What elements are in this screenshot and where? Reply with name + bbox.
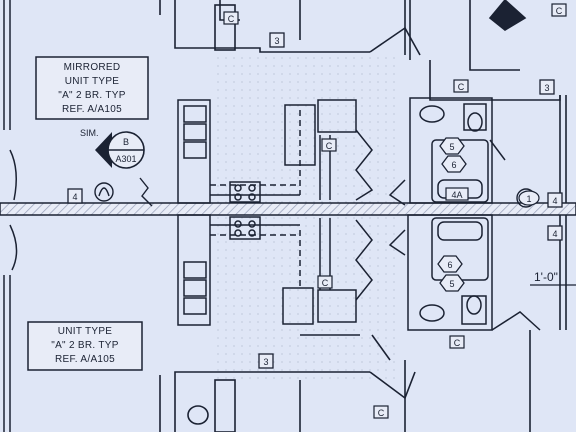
svg-text:C: C bbox=[556, 6, 563, 16]
svg-text:5: 5 bbox=[449, 279, 454, 289]
demising-wall bbox=[0, 202, 576, 216]
svg-text:4: 4 bbox=[552, 196, 557, 206]
equipment-tag: C bbox=[551, 3, 567, 17]
svg-text:C: C bbox=[228, 14, 235, 24]
svg-text:C: C bbox=[322, 278, 329, 288]
right-wall bbox=[488, 0, 567, 330]
svg-text:3: 3 bbox=[274, 36, 279, 46]
svg-text:C: C bbox=[458, 82, 465, 92]
fixture-tag: 4A bbox=[445, 187, 469, 201]
equipment-tag: C bbox=[317, 275, 333, 289]
svg-text:6: 6 bbox=[451, 160, 456, 170]
equipment-tag: C bbox=[449, 335, 465, 349]
svg-text:1: 1 bbox=[526, 194, 531, 204]
door-tag-hexagon: 5 bbox=[439, 274, 465, 292]
section-sim-label: SIM. bbox=[80, 128, 99, 138]
unit-callout: UNIT TYPE "A" 2 BR. TYP REF. A/A105 bbox=[27, 321, 143, 371]
svg-text:6: 6 bbox=[447, 260, 452, 270]
wall-type-tag: 4 bbox=[547, 225, 563, 241]
wall-type-tag: 3 bbox=[258, 353, 274, 369]
break-line-icon bbox=[139, 177, 153, 207]
equipment-tag: C bbox=[223, 11, 239, 25]
callout-line: UNIT TYPE bbox=[65, 76, 120, 87]
lower-kitchen bbox=[177, 214, 373, 326]
svg-text:C: C bbox=[454, 338, 461, 348]
wall-type-tag: 4 bbox=[547, 192, 563, 208]
svg-text:4A: 4A bbox=[451, 190, 462, 200]
callout-line: MIRRORED bbox=[64, 62, 121, 73]
svg-text:4: 4 bbox=[72, 192, 77, 202]
section-marker: B A301 SIM. bbox=[80, 128, 145, 169]
door-tag-hexagon: 6 bbox=[437, 255, 463, 273]
corridor-zone bbox=[215, 55, 395, 385]
lower-bathroom bbox=[388, 214, 541, 331]
dimension-text: 1'-0" bbox=[534, 270, 558, 284]
wall-type-tag: 3 bbox=[269, 32, 285, 48]
svg-text:3: 3 bbox=[263, 357, 268, 367]
equipment-tag: C bbox=[453, 79, 469, 93]
dimension-annotation: 1'-0" bbox=[530, 270, 576, 286]
section-letter: B bbox=[123, 137, 129, 147]
left-wall bbox=[3, 0, 18, 432]
callout-line: "A" 2 BR. TYP bbox=[58, 90, 126, 101]
door-tag-hexagon: 6 bbox=[441, 155, 467, 173]
keynote-tag: 1 bbox=[518, 190, 540, 206]
door-tag-hexagon: 5 bbox=[439, 137, 465, 155]
callout-line: UNIT TYPE bbox=[58, 326, 113, 337]
svg-text:5: 5 bbox=[449, 142, 454, 152]
svg-text:4: 4 bbox=[552, 229, 557, 239]
mirrored-unit-callout: MIRRORED UNIT TYPE "A" 2 BR. TYP REF. A/… bbox=[35, 56, 149, 120]
equipment-tag: C bbox=[373, 405, 389, 419]
section-sheet: A301 bbox=[115, 154, 136, 164]
svg-text:3: 3 bbox=[544, 83, 549, 93]
callout-line: REF. A/A105 bbox=[62, 104, 122, 115]
wall-type-tag: 3 bbox=[539, 79, 555, 95]
upper-kitchen bbox=[177, 99, 374, 204]
svg-text:C: C bbox=[326, 141, 333, 151]
wall-type-tag: 4 bbox=[67, 188, 83, 204]
callout-line: REF. A/A105 bbox=[55, 354, 115, 365]
callout-line: "A" 2 BR. TYP bbox=[51, 340, 119, 351]
svg-text:C: C bbox=[378, 408, 385, 418]
lower-unit-walls bbox=[159, 330, 531, 432]
equipment-tag: C bbox=[321, 138, 337, 152]
